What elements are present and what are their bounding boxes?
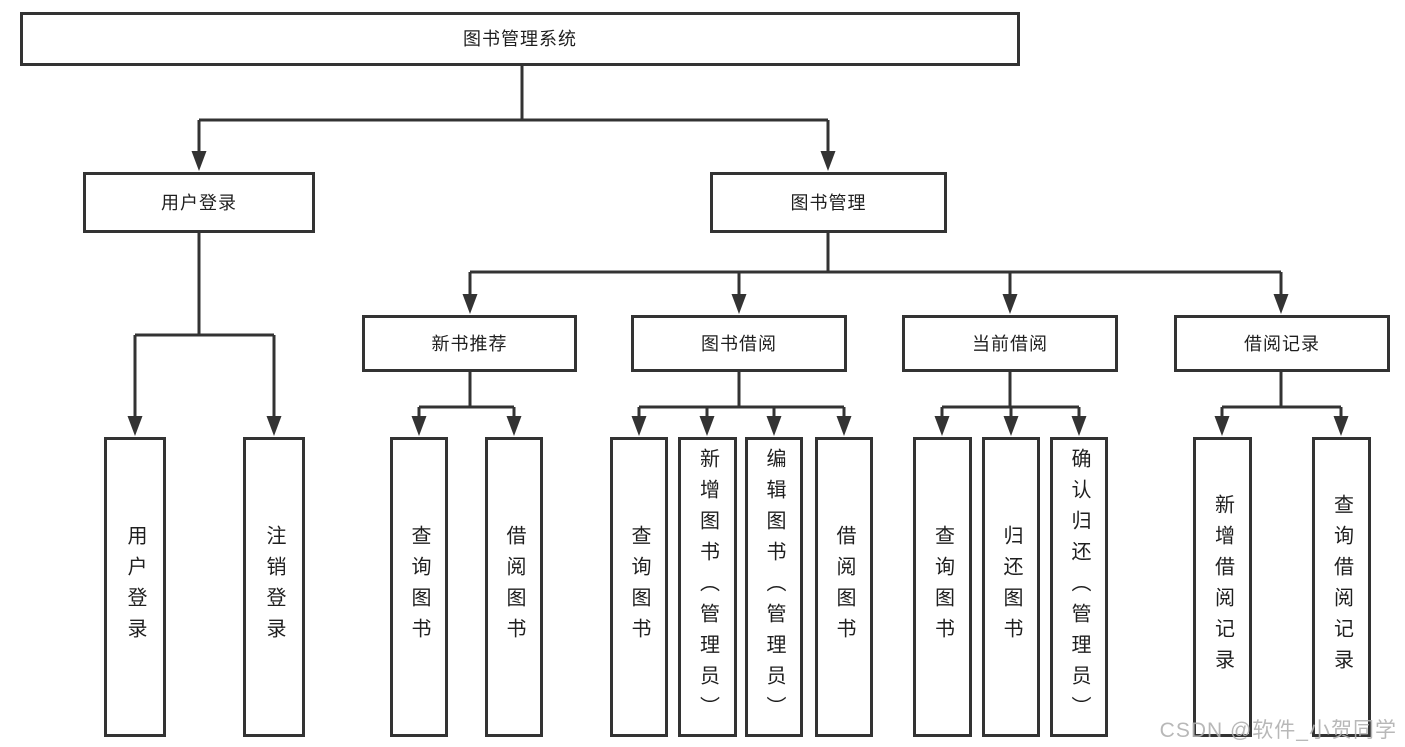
leaf-user-login-label: 用户登录 — [124, 525, 146, 649]
leaf-query-borrow-record: 查询借阅记录 — [1312, 437, 1371, 737]
leaf-borrow-books-recommend: 借阅图书 — [485, 437, 543, 737]
node-new-book-recommend-label: 新书推荐 — [431, 333, 508, 354]
leaf-confirm-return-admin-label: 确认归还（管理员） — [1068, 447, 1090, 727]
node-book-management: 图书管理 — [710, 172, 947, 233]
leaf-query-borrow-record-label: 查询借阅记录 — [1330, 494, 1353, 680]
node-user-login: 用户登录 — [83, 172, 315, 233]
leaf-query-books-borrowing: 查询图书 — [610, 437, 668, 737]
leaf-add-borrow-record: 新增借阅记录 — [1193, 437, 1252, 737]
node-book-management-label: 图书管理 — [790, 192, 867, 213]
leaf-query-books-current-label: 查询图书 — [931, 525, 954, 649]
leaf-return-books: 归还图书 — [982, 437, 1040, 737]
leaf-query-books-recommend-label: 查询图书 — [408, 525, 430, 649]
leaf-borrow-books-recommend-label: 借阅图书 — [503, 525, 525, 649]
leaf-add-book-admin: 新增图书（管理员） — [678, 437, 737, 737]
node-current-borrowing: 当前借阅 — [902, 315, 1118, 372]
leaf-logout-label: 注销登录 — [263, 525, 285, 649]
leaf-edit-book-admin-label: 编辑图书（管理员） — [763, 447, 785, 727]
leaf-logout: 注销登录 — [243, 437, 305, 737]
node-root-label: 图书管理系统 — [463, 29, 577, 49]
node-new-book-recommend: 新书推荐 — [362, 315, 577, 372]
leaf-borrow-books-borrowing-label: 借阅图书 — [833, 525, 855, 649]
leaf-add-book-admin-label: 新增图书（管理员） — [696, 447, 719, 727]
node-user-login-label: 用户登录 — [161, 192, 237, 213]
leaf-confirm-return-admin: 确认归还（管理员） — [1050, 437, 1108, 737]
watermark: CSDN @软件_小贺同学 — [1159, 719, 1397, 742]
leaf-query-books-borrowing-label: 查询图书 — [628, 525, 650, 649]
leaf-query-books-current: 查询图书 — [913, 437, 972, 737]
arrowheads — [127, 151, 1349, 436]
leaf-borrow-books-borrowing: 借阅图书 — [815, 437, 873, 737]
node-current-borrowing-label: 当前借阅 — [972, 333, 1048, 354]
node-borrowing-records: 借阅记录 — [1174, 315, 1390, 372]
leaf-query-books-recommend: 查询图书 — [390, 437, 448, 737]
leaf-add-borrow-record-label: 新增借阅记录 — [1211, 494, 1234, 680]
node-root: 图书管理系统 — [20, 12, 1020, 66]
node-book-borrowing: 图书借阅 — [631, 315, 847, 372]
leaf-edit-book-admin: 编辑图书（管理员） — [745, 437, 803, 737]
node-book-borrowing-label: 图书借阅 — [701, 333, 777, 354]
node-borrowing-records-label: 借阅记录 — [1244, 333, 1320, 354]
leaf-return-books-label: 归还图书 — [1000, 525, 1022, 649]
leaf-user-login: 用户登录 — [104, 437, 166, 737]
connector-lines — [133, 66, 1343, 418]
